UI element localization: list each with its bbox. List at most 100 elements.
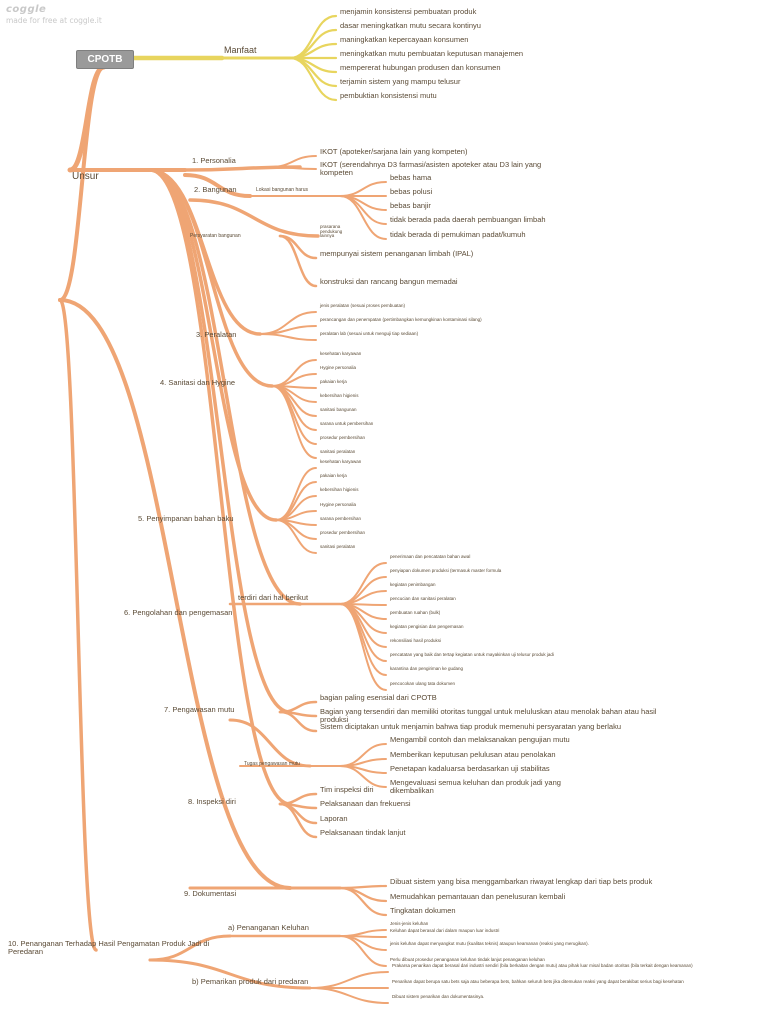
lokasi-item-1[interactable]: bebas polusi: [390, 187, 433, 196]
pengolahan-item-8[interactable]: karantina dan pengiriman ke gudang: [390, 666, 464, 671]
tugas-branch-1: [339, 758, 387, 767]
pengolahan-sublabel[interactable]: terdiri dari hal berikut: [238, 593, 309, 602]
penyimpanan-item-2[interactable]: kebersihan higienis: [320, 487, 359, 492]
pengolahan-item-5[interactable]: kegiatan pengisian dan pengemasan: [390, 624, 464, 629]
prasarana-label[interactable]: prasarana pendukung lainnya: [320, 224, 343, 239]
penyimpanan-item-0[interactable]: kesehatan karyawan: [320, 459, 362, 464]
pengawasan-label[interactable]: 7. Pengawasan mutu: [164, 705, 235, 714]
pengolahan-branch-8: [339, 603, 387, 676]
pengolahan-item-2[interactable]: kegiatan penimbangan: [390, 582, 436, 587]
pengolahan-item-6[interactable]: rekonsiliasi hasil produksi: [390, 638, 442, 643]
sanitasi-item-6[interactable]: prosedur pembersihan: [320, 435, 366, 440]
pengawasan-branch-2: [278, 710, 318, 733]
personalia-label[interactable]: 1. Personalia: [192, 156, 236, 165]
bangunan-item-0[interactable]: mempunyai sistem penanganan limbah (IPAL…: [320, 249, 474, 258]
tugas-item-2[interactable]: Penetapan kadaluarsa berdasarkan uji sta…: [390, 764, 550, 773]
peralatan-item-1[interactable]: perancangan dan penempatan (pertimbangka…: [320, 317, 482, 322]
pengolahan-item-7[interactable]: pencatatan yang baik dan tertap kegiatan…: [390, 652, 554, 657]
pengolahan-item-3[interactable]: pencucian dan sanitasi peralatan: [390, 596, 456, 601]
penyimpanan-label[interactable]: 5. Penyimpanan bahan baku: [138, 514, 234, 523]
peralatan-label[interactable]: 3. Peralatan: [196, 330, 237, 339]
pengolahan-item-1[interactable]: penyiapan dokumen produksi (termasuk mas…: [390, 568, 502, 573]
lokasi-branch-4: [339, 195, 387, 240]
tugas-label[interactable]: Tugas pengawasan mutu: [244, 761, 300, 767]
inspeksi-item-2[interactable]: Laporan: [320, 814, 348, 823]
lokasi-item-0[interactable]: bebas hama: [390, 173, 432, 182]
sanitasi-item-3[interactable]: kebersihan higienis: [320, 393, 359, 398]
bangunan-label[interactable]: 2. Bangunan: [194, 185, 237, 194]
penarikan-item-2[interactable]: Dibuat sistem penarikan dan dokumentasin…: [392, 994, 485, 999]
pengolahan-item-0[interactable]: penerimaan dan pencatatan bahan awal: [390, 554, 471, 559]
manfaat-item-3[interactable]: meningkatkan mutu pembuatan keputusan ma…: [340, 49, 524, 58]
penarikan-item-1[interactable]: Penarikan dapat berupa satu bets saja at…: [392, 979, 684, 984]
pengawasan-trunk: [148, 168, 292, 714]
manfaat-label[interactable]: Manfaat: [224, 45, 257, 55]
pengawasan-item-2[interactable]: Sistem diciptakan untuk menjamin bahwa t…: [320, 722, 621, 731]
penanganan-trunk: [58, 298, 98, 952]
sanitasi-branch-0: [271, 359, 317, 387]
keluhan-item-0[interactable]: Jenis-jenis keluhan: [390, 921, 429, 926]
pengolahan-label[interactable]: 6. Pengolahan dan pengemasan: [124, 608, 233, 617]
sanitasi-item-0[interactable]: kesehatan karyawan: [320, 351, 362, 356]
pengolahan-item-4[interactable]: pembuatan ruahan (bulk): [390, 610, 441, 615]
sanitasi-item-2[interactable]: pakaian kerja: [320, 379, 347, 384]
manfaat-item-5[interactable]: terjamin sistem yang mampu telusur: [340, 77, 461, 86]
pengawasan-item-1[interactable]: Bagian yang tersendiri dan memiliki otor…: [320, 707, 657, 724]
manfaat-item-4[interactable]: mempererat hubungan produsen dan konsume…: [340, 63, 501, 72]
keluhan-item-1[interactable]: Keluhan dapat berasal dari dalam maupun …: [390, 928, 500, 933]
sanitasi-trunk: [148, 168, 274, 388]
penyimpanan-item-4[interactable]: sarana pembersihan: [320, 516, 362, 521]
dokumentasi-label[interactable]: 9. Dokumentasi: [184, 889, 237, 898]
lokasi-item-3[interactable]: tidak berada pada daerah pembuangan limb…: [390, 215, 546, 224]
inspeksi-item-3[interactable]: Pelaksanaan tindak lanjut: [320, 828, 406, 837]
peralatan-item-2[interactable]: peralatan lab (sesuai untuk menguji tiap…: [320, 331, 419, 336]
inspeksi-item-1[interactable]: Pelaksanaan dan frekuensi: [320, 799, 411, 808]
unsur-label[interactable]: Unsur: [72, 171, 99, 182]
manfaat-item-2[interactable]: maningkatkan kepercayaan konsumen: [340, 35, 469, 44]
lokasi-item-2[interactable]: bebas banjir: [390, 201, 431, 210]
manfaat-item-6[interactable]: pembuktian konsistensi mutu: [340, 91, 437, 100]
penyimpanan-branch-3: [275, 510, 317, 521]
tugas-item-1[interactable]: Memberikan keputusan pelulusan atau peno…: [390, 750, 556, 759]
peralatan-item-0[interactable]: jenis peralatan (sesuai proses pembuatan…: [320, 303, 406, 308]
sanitasi-item-7[interactable]: sanitasi peralatan: [320, 449, 356, 454]
dokumentasi-item-0[interactable]: Dibuat sistem yang bisa menggambarkan ri…: [390, 877, 653, 886]
dokumentasi-item-1[interactable]: Memudahkan pemantauan dan penelusuran ke…: [390, 892, 566, 901]
manfaat-item-0[interactable]: menjamin konsistensi pembuatan produk: [340, 7, 477, 16]
penanganan-label[interactable]: 10. Penanganan Terhadap Hasil Pengamatan…: [8, 939, 210, 956]
dokumentasi-item-2[interactable]: Tingkatan dokumen: [390, 906, 456, 915]
sanitasi-item-5[interactable]: sarana untuk pembersihan: [320, 421, 374, 426]
pengawasan-item-0[interactable]: bagian paling esensial dari CPOTB: [320, 693, 437, 702]
sanitasi-label[interactable]: 4. Sanitasi dan Hygine: [160, 378, 236, 387]
bangunan-item-1[interactable]: konstruksi dan rancang bangun memadai: [320, 277, 458, 286]
penarikan-label[interactable]: b) Pemarikan produk dari predaran: [192, 977, 309, 986]
manfaat-item-1[interactable]: dasar meningkatkan mutu secara kontinyu: [340, 21, 481, 30]
sanitasi-item-4[interactable]: sanitasi bangunan: [320, 407, 357, 412]
manfaat-branch-6: [288, 56, 338, 102]
personalia-item-1[interactable]: IKOT (serendahnya D3 farmasi/asisten apo…: [320, 160, 542, 177]
tugas-branch: [228, 718, 312, 768]
keluhan-item-3[interactable]: Perlu dibuat prosedur penanganan keluhan…: [390, 957, 545, 962]
pengolahan-item-9[interactable]: pencocokan ulang tata dokumen: [390, 681, 456, 686]
inspeksi-label[interactable]: 8. Inspeksi diri: [188, 797, 236, 806]
keluhan-branch-3: [339, 935, 387, 967]
penyimpanan-item-5[interactable]: prosedur pembersihan: [320, 530, 366, 535]
penyimpanan-item-1[interactable]: pakaian kerja: [320, 473, 347, 478]
root-node-cpotb[interactable]: CPOTB: [76, 50, 134, 69]
penyimpanan-item-3[interactable]: Hygine personalia: [320, 502, 357, 507]
persyaratan-label[interactable]: Persyaratan bangunan: [190, 233, 241, 239]
tugas-item-3[interactable]: Mengevaluasi semua keluhan dan produk ja…: [390, 778, 561, 795]
dokumentasi-branch-2: [338, 886, 388, 917]
lokasi-item-4[interactable]: tidak berada di pemukiman padat/kumuh: [390, 230, 526, 239]
personalia-branch-1: [269, 166, 317, 170]
inspeksi-item-0[interactable]: Tim inspeksi diri: [320, 785, 374, 794]
penyimpanan-item-6[interactable]: sanitasi peralatan: [320, 544, 356, 549]
coggle-branding: coggle made for free at coggle.it: [6, 4, 102, 25]
keluhan-item-2[interactable]: jenis keluhan dapat menyangkut mutu (kua…: [390, 941, 589, 946]
penarikan-item-0[interactable]: Prakarsa penarikan dapat berasal dari in…: [392, 963, 693, 968]
keluhan-label[interactable]: a) Penanganan Keluhan: [228, 923, 309, 932]
personalia-item-0[interactable]: IKOT (apoteker/sarjana lain yang kompete…: [320, 147, 468, 156]
sanitasi-item-1[interactable]: Hygine personalia: [320, 365, 357, 370]
tugas-item-0[interactable]: Mengambil contoh dan melaksanakan penguj…: [390, 735, 570, 744]
lokasi-label[interactable]: Lokasi bangunan harus: [256, 187, 308, 193]
